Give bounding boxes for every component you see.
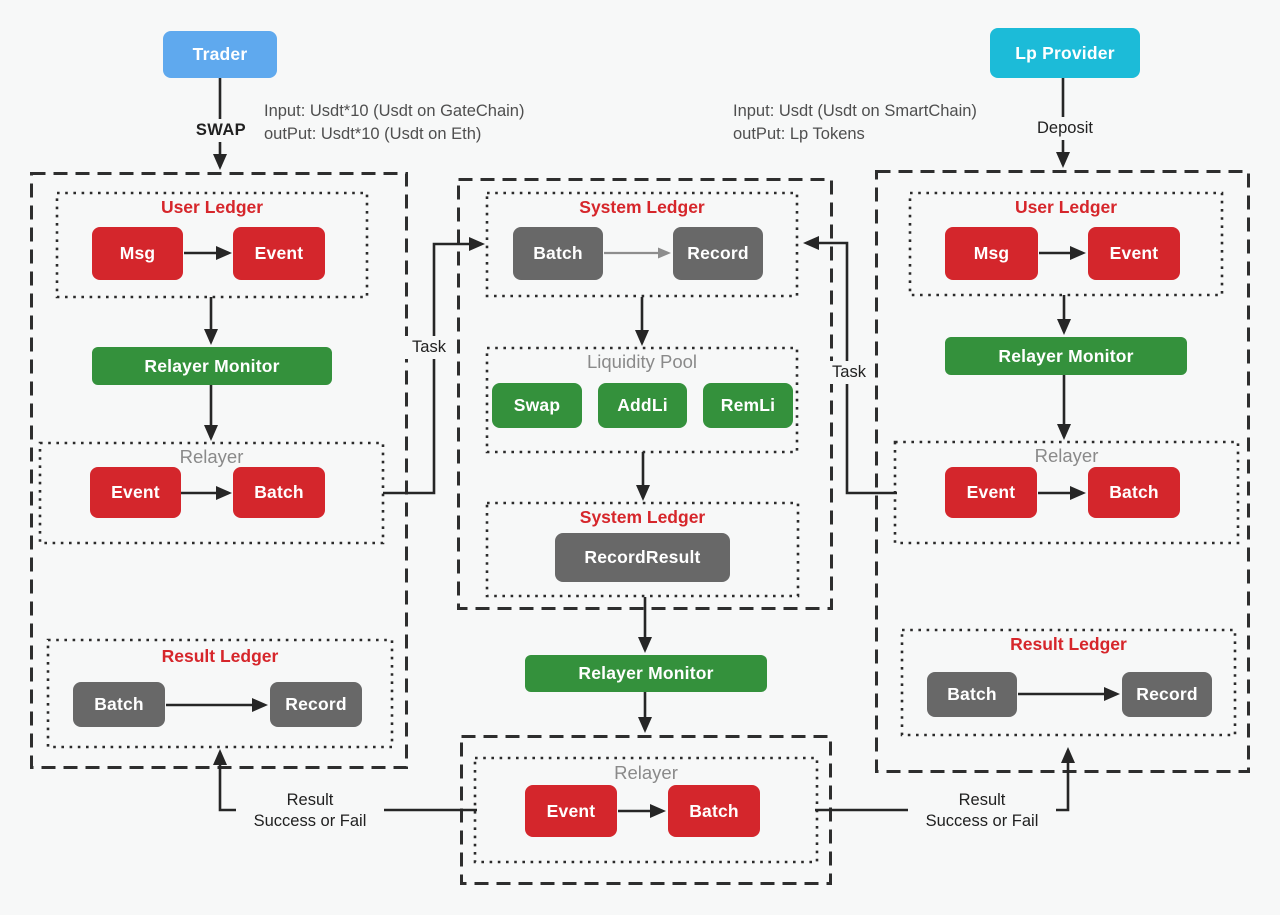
mid-addli-node: AddLi: [598, 383, 687, 428]
connector-result-left: [213, 749, 477, 812]
right-relayer-monitor-node: Relayer Monitor: [945, 337, 1187, 375]
right-msg-node: Msg: [945, 227, 1038, 280]
left-column-box: [30, 172, 408, 769]
left-relayer-title: Relayer: [179, 446, 244, 467]
result-left-line2: Success or Fail: [253, 812, 367, 830]
swap-label: SWAP: [190, 119, 252, 142]
result-right-line2: Success or Fail: [925, 812, 1039, 830]
right-resultledger-batch-node: Batch: [927, 672, 1017, 717]
result-left-label: Result Success or Fail: [236, 789, 384, 833]
mid-swap-node: Swap: [492, 383, 582, 428]
trader-node: Trader: [163, 31, 277, 78]
mid-liquidity-pool-title: Liquidity Pool: [586, 351, 698, 372]
right-result-ledger-box: [900, 628, 1237, 737]
mid-system-ledger-top-box: [485, 191, 799, 298]
result-right-label: Result Success or Fail: [908, 789, 1056, 833]
trader-io-note: Input: Usdt*10 (Usdt on GateChain) outPu…: [264, 100, 524, 145]
left-user-ledger-title: User Ledger: [160, 197, 264, 217]
left-user-ledger-box: [55, 191, 369, 299]
right-relayer-batch-node: Batch: [1088, 467, 1180, 518]
bottom-relayer-batch-node: Batch: [668, 785, 760, 837]
left-relayer-event-node: Event: [90, 467, 181, 518]
right-user-ledger-box: [908, 191, 1224, 297]
left-relayer-batch-node: Batch: [233, 467, 325, 518]
mid-liquidity-pool-box: [485, 346, 799, 454]
trader-io-line2: outPut: Usdt*10 (Usdt on Eth): [264, 124, 482, 143]
mid-systemledger-record-node: Record: [673, 227, 763, 280]
trader-io-line1: Input: Usdt*10 (Usdt on GateChain): [264, 102, 525, 120]
mid-recordresult-node: RecordResult: [555, 533, 730, 582]
lp-io-line2: outPut: Lp Tokens: [733, 124, 865, 143]
task-left-label: Task: [404, 336, 454, 359]
mid-system-ledger-top-title: System Ledger: [579, 197, 705, 217]
mid-system-ledger-bottom-box: [485, 501, 800, 598]
mid-systemledger-batch-node: Batch: [513, 227, 603, 280]
left-relayer-monitor-node: Relayer Monitor: [92, 347, 332, 385]
task-right-label: Task: [824, 361, 874, 384]
left-userledger-event-node: Event: [233, 227, 325, 280]
connector-left-task: [383, 237, 485, 495]
right-user-ledger-title: User Ledger: [1014, 197, 1118, 217]
right-column-box: [875, 170, 1250, 773]
left-msg-node: Msg: [92, 227, 183, 280]
middle-column-box: [457, 178, 833, 610]
bottom-relayer-event-node: Event: [525, 785, 617, 837]
right-userledger-event-node: Event: [1088, 227, 1180, 280]
deposit-label: Deposit: [1028, 117, 1102, 140]
connector-result-right: [815, 747, 1075, 812]
lp-provider-node: Lp Provider: [990, 28, 1140, 78]
lp-io-note: Input: Usdt (Usdt on SmartChain) outPut:…: [733, 100, 977, 145]
bottom-relayer-title: Relayer: [614, 762, 678, 783]
mid-remli-node: RemLi: [703, 383, 793, 428]
mid-relayer-monitor-node: Relayer Monitor: [525, 655, 767, 692]
left-resultledger-record-node: Record: [270, 682, 362, 727]
lp-io-line1: Input: Usdt (Usdt on SmartChain): [733, 102, 977, 120]
left-result-ledger-title: Result Ledger: [161, 646, 279, 666]
right-resultledger-record-node: Record: [1122, 672, 1212, 717]
right-relayer-event-node: Event: [945, 467, 1037, 518]
left-resultledger-batch-node: Batch: [73, 682, 165, 727]
result-right-line1: Result: [958, 791, 1006, 809]
right-relayer-title: Relayer: [1034, 445, 1099, 466]
result-left-line1: Result: [286, 791, 334, 809]
mid-system-ledger-bottom-title: System Ledger: [579, 507, 706, 527]
right-result-ledger-title: Result Ledger: [1010, 634, 1127, 654]
